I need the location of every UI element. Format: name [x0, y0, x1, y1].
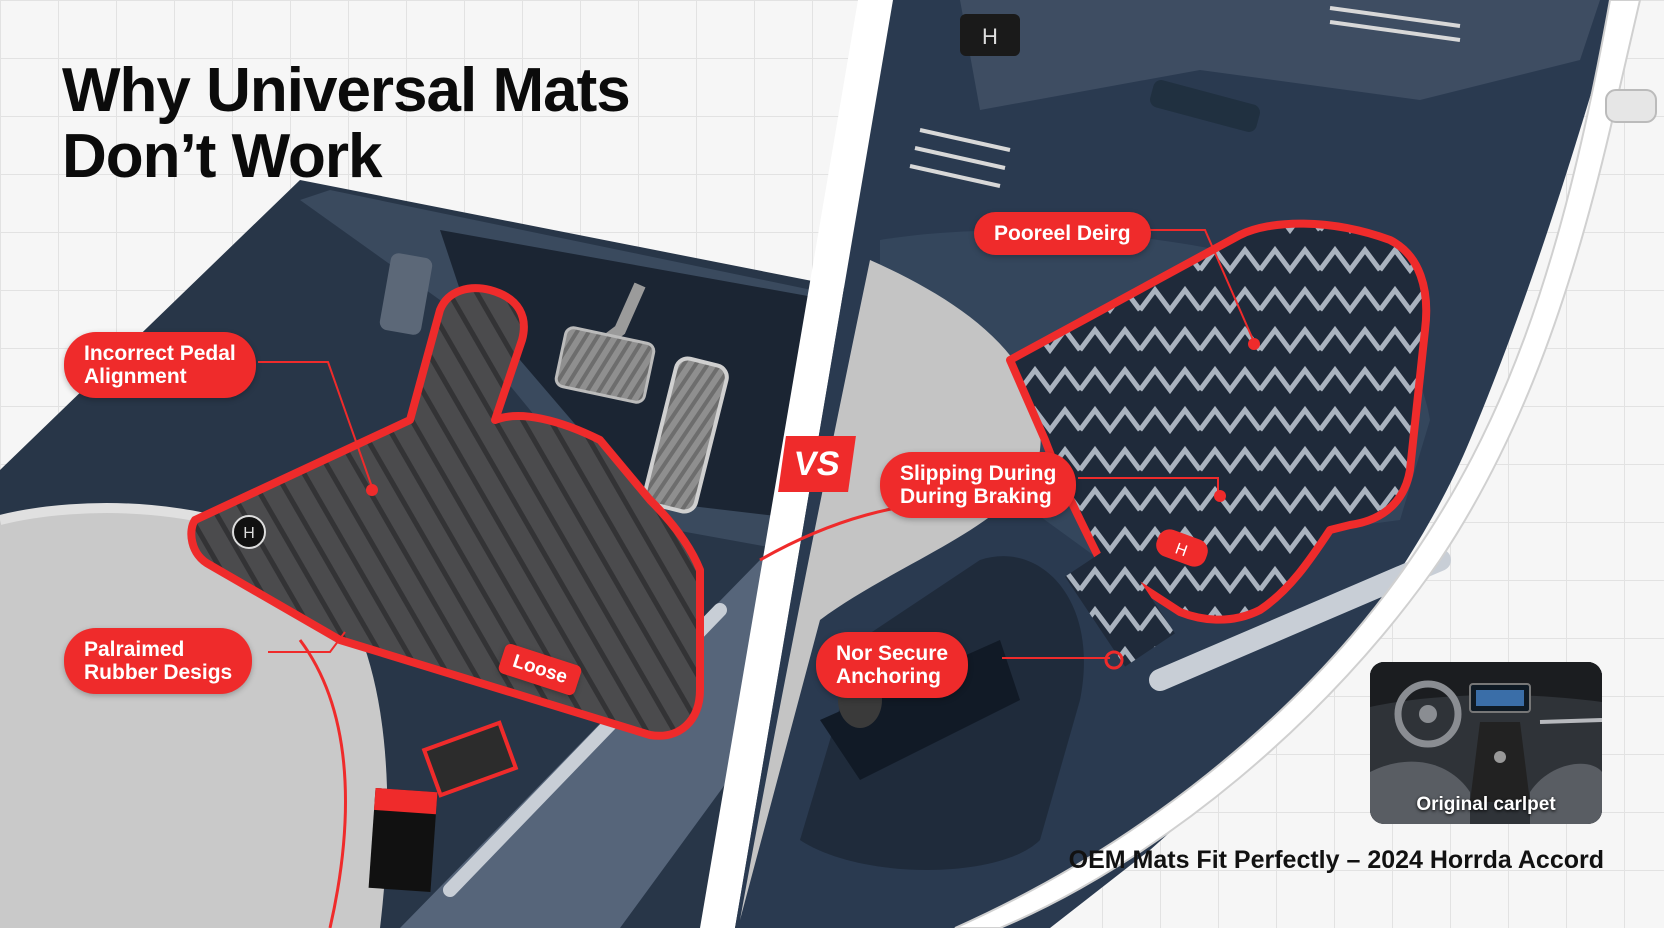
svg-text:H: H: [1173, 540, 1190, 560]
callout-line: Alignment: [84, 365, 187, 388]
callout-slipping-during-braking: Slipping During During Braking: [880, 452, 1077, 518]
vs-badge: VS: [778, 436, 856, 492]
footer-caption: OEM Mats Fit Perfectly – 2024 Horrda Acc…: [1068, 846, 1604, 874]
callout-line: Incorrect Pedal: [84, 342, 236, 365]
original-carpet-thumbnail: Original carlpet: [1370, 662, 1602, 824]
callout-line: Rubber Desigs: [84, 661, 233, 684]
callout-line: Slipping During: [900, 462, 1057, 485]
title-line-1: Why Universal Mats: [62, 56, 631, 125]
dashboard-photo: [1370, 662, 1602, 824]
callout-incorrect-pedal-alignment: Incorrect Pedal Alignment: [64, 332, 256, 398]
callout-line: Palraimed: [84, 638, 185, 661]
callout-pooreel-deirg: Pooreel Deirg: [974, 212, 1151, 255]
page-title: Why Universal Mats Don’t Work: [62, 56, 631, 191]
callout-line: During Braking: [900, 485, 1052, 508]
svg-text:H: H: [243, 525, 255, 542]
svg-text:H: H: [982, 24, 998, 49]
callout-palraimed-rubber-desigs: Palraimed Rubber Desigs: [64, 628, 253, 694]
title-line-2: Don’t Work: [62, 122, 382, 191]
thumbnail-label: Original carlpet: [1416, 794, 1556, 815]
left-footwell: H: [0, 180, 860, 928]
callout-line: Nor Secure: [836, 642, 949, 665]
callout-nor-secure-anchoring: Nor Secure Anchoring: [816, 632, 969, 698]
callout-line: Anchoring: [836, 665, 941, 688]
